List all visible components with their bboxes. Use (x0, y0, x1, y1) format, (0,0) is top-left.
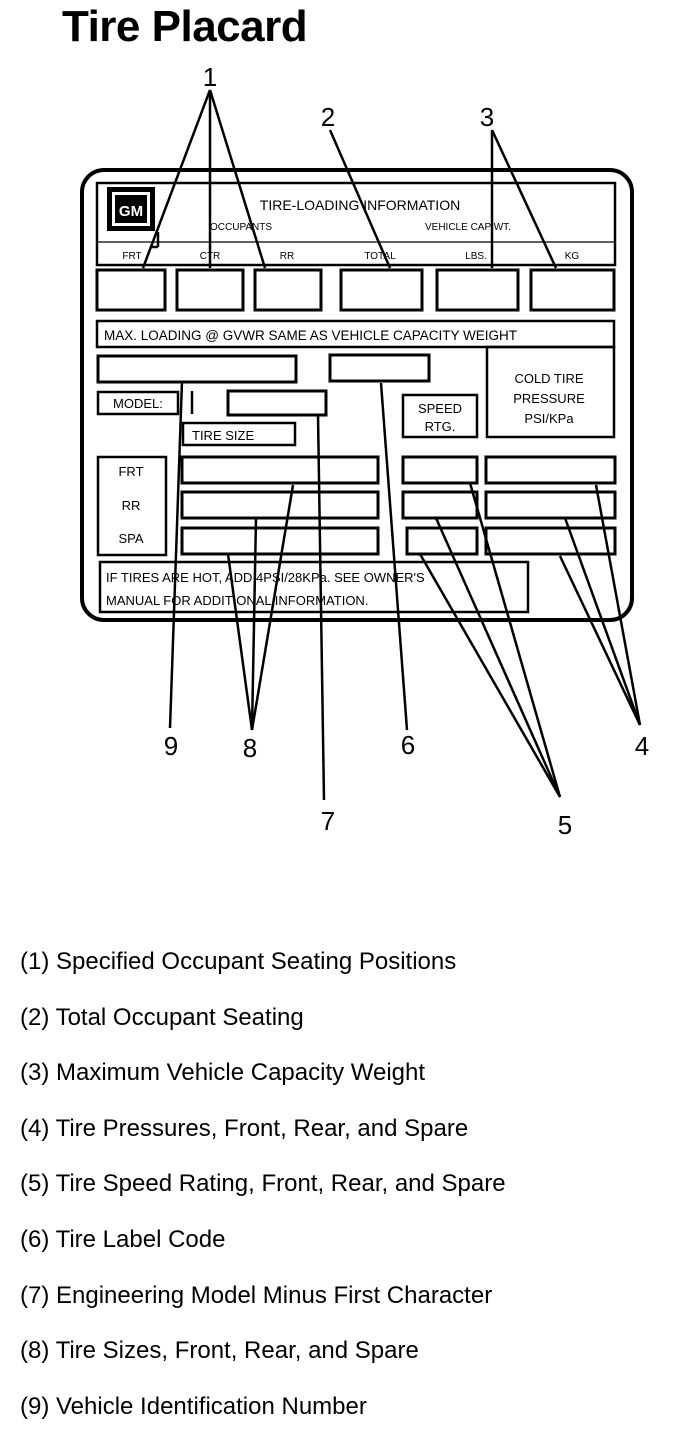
model-label: MODEL: (113, 396, 163, 411)
placard-border (80, 168, 634, 622)
callout-4: 4 (635, 731, 649, 761)
rr-seat-box (253, 268, 323, 312)
leader-8-spa (226, 553, 254, 731)
legend-item: (2) Total Occupant Seating (20, 1003, 304, 1031)
page-title: Tire Placard (62, 2, 308, 51)
leader-5-rr (434, 517, 562, 798)
callout-7: 7 (321, 806, 335, 836)
leader-4-spa (558, 555, 642, 726)
cold-tire-label-2: PRESSURE (513, 391, 585, 406)
leader-8-rr (250, 517, 258, 731)
max-loading-row (95, 319, 616, 349)
legend-item: (6) Tire Label Code (20, 1225, 226, 1253)
legend-item: (3) Maximum Vehicle Capacity Weight (20, 1059, 426, 1087)
placard-diagram: GM TIRE-LOADING INFORMATION OCCUPANTS VE… (80, 62, 649, 840)
gm-logo-badge (115, 195, 147, 223)
leader-5-spa (418, 553, 562, 798)
header-rr: RR (280, 251, 294, 262)
legend-item: (5) Tire Speed Rating, Front, Rear, and … (20, 1170, 506, 1198)
footer-note-box (98, 560, 530, 614)
row-rr: RR (122, 498, 141, 513)
ctr-seat-box (175, 268, 245, 312)
frt-seat-box (95, 268, 167, 312)
vehicle-cap-wt-label: VEHICLE CAP WT. (425, 222, 511, 233)
pressure-frt-box (484, 455, 617, 485)
callout-1: 1 (203, 62, 217, 92)
leader-4-rr (563, 517, 642, 726)
legend-item: (8) Tire Sizes, Front, Rear, and Spare (20, 1337, 419, 1365)
leader-6 (379, 382, 409, 731)
total-seat-box (339, 268, 424, 312)
speed-rating-label-box (401, 393, 479, 439)
callout-6: 6 (401, 730, 415, 760)
kg-box (529, 268, 616, 312)
legend-item: (4) Tire Pressures, Front, Rear, and Spa… (20, 1114, 469, 1142)
leader-1-frt (141, 89, 212, 269)
tire-label-code-box (328, 353, 431, 383)
gm-logo: GM (119, 203, 143, 220)
leader-8-frt (250, 484, 295, 731)
speed-rating-frt-box (401, 455, 479, 485)
speed-rating-label-2: RTG. (425, 419, 456, 434)
header-frame (95, 181, 617, 267)
row-frt: FRT (118, 464, 143, 479)
header-frt: FRT (122, 251, 141, 262)
max-loading-text: MAX. LOADING @ GVWR SAME AS VEHICLE CAPA… (104, 328, 517, 343)
leader-5-frt (468, 482, 562, 798)
model-label-box (96, 390, 180, 416)
tire-size-label-box (181, 421, 297, 447)
vin-box (96, 354, 298, 384)
tire-loading-heading: TIRE-LOADING INFORMATION (260, 197, 460, 213)
cold-tire-label-1: COLD TIRE (514, 371, 583, 386)
callout-9: 9 (164, 731, 178, 761)
legend-item: (7) Engineering Model Minus First Charac… (20, 1281, 493, 1309)
speed-rating-spa-box (405, 526, 479, 556)
lbs-box (435, 268, 520, 312)
cold-tire-label-3: PSI/KPa (524, 411, 574, 426)
tire-size-rr-box (180, 490, 380, 520)
tire-size-spa-box (180, 526, 380, 556)
header-total: TOTAL (364, 251, 396, 262)
leader-9 (168, 380, 184, 729)
legend-item: (9) Vehicle Identification Number (20, 1392, 367, 1420)
engineering-model-box (226, 389, 328, 417)
leader-1-rr (208, 89, 267, 269)
legend-item: (1) Specified Occupant Seating Positions (20, 948, 457, 975)
callout-2: 2 (321, 102, 335, 132)
leader-3-kg (490, 129, 558, 269)
tire-size-label: TIRE SIZE (192, 428, 254, 443)
cold-tire-pressure-box (485, 345, 616, 439)
header-kg: KG (565, 251, 580, 262)
leader-7 (316, 414, 326, 801)
leader-lines (141, 89, 642, 801)
speed-rating-label-1: SPEED (418, 401, 462, 416)
tire-size-frt-box (180, 455, 380, 485)
callout-legend: (1) Specified Occupant Seating Positions… (20, 945, 506, 1445)
row-spa: SPA (118, 531, 143, 546)
callout-3: 3 (480, 102, 494, 132)
pressure-rr-box (484, 490, 617, 520)
leader-2 (328, 129, 392, 269)
header-lbs: LBS. (465, 251, 487, 262)
callout-8: 8 (243, 733, 257, 763)
leader-4-frt (594, 484, 642, 726)
footer-note-line-1: IF TIRES ARE HOT, ADD 4PSI/28KPa. SEE OW… (106, 570, 425, 585)
occupants-label: OCCUPANTS (210, 222, 272, 233)
tire-position-labels-box (96, 455, 168, 557)
footer-note-line-2: MANUAL FOR ADDITIONAL INFORMATION. (106, 593, 368, 608)
callout-5: 5 (558, 810, 572, 840)
